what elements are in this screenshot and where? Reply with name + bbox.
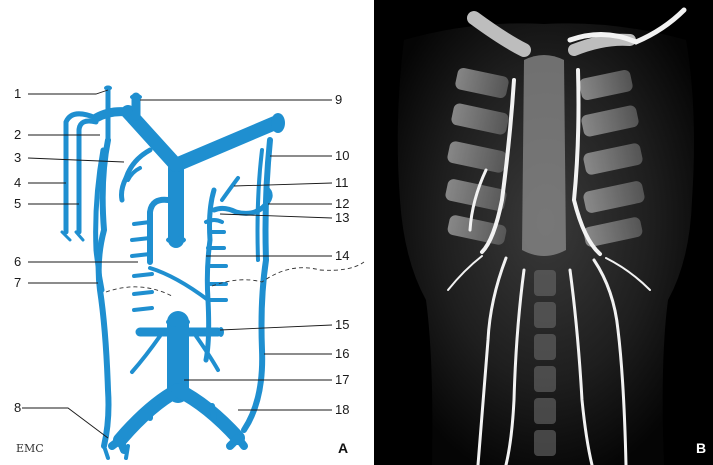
label-11: 11 bbox=[335, 175, 349, 190]
branch-13 bbox=[206, 220, 222, 222]
panel-letter-a: A bbox=[338, 440, 348, 456]
label-5: 5 bbox=[14, 196, 21, 211]
right-common-iliac bbox=[178, 390, 238, 438]
label-9: 9 bbox=[335, 92, 342, 107]
label-17: 17 bbox=[335, 372, 349, 387]
azygos-arch bbox=[150, 200, 168, 262]
ct-mip-image: B bbox=[374, 0, 713, 465]
label-18: 18 bbox=[335, 402, 349, 417]
left-subclavian-end bbox=[271, 113, 285, 133]
label-1: 1 bbox=[14, 86, 21, 101]
label-2: 2 bbox=[14, 127, 21, 142]
short-branch-11 bbox=[222, 178, 238, 200]
label-13: 13 bbox=[335, 210, 349, 225]
vein-network bbox=[62, 86, 285, 459]
label-4: 4 bbox=[14, 175, 21, 190]
right-descending-inner bbox=[258, 150, 263, 260]
panel-letter-b: B bbox=[696, 440, 706, 456]
label-16: 16 bbox=[335, 346, 349, 361]
label-6: 6 bbox=[14, 254, 21, 269]
label-3: 3 bbox=[14, 150, 21, 165]
panel-a-diagram: 1 2 3 4 5 6 7 8 9 10 11 12 13 14 15 16 1… bbox=[0, 0, 372, 465]
label-12: 12 bbox=[335, 196, 349, 211]
iliac-stub-right bbox=[212, 406, 214, 418]
svc-end bbox=[166, 236, 186, 244]
crossing-vein bbox=[150, 268, 208, 300]
panel-b-ct-image: B bbox=[374, 0, 713, 465]
label-14: 14 bbox=[335, 248, 349, 263]
sternum bbox=[522, 55, 566, 256]
labels-right: 9 10 11 12 13 14 15 16 17 18 bbox=[335, 92, 349, 417]
label-10: 10 bbox=[335, 148, 349, 163]
label-8: 8 bbox=[14, 400, 21, 415]
venous-schematic: 1 2 3 4 5 6 7 8 9 10 11 12 13 14 15 16 1… bbox=[0, 0, 372, 465]
labels-left: 1 2 3 4 5 6 7 8 bbox=[14, 86, 21, 415]
iliac-ends bbox=[112, 438, 244, 450]
publisher-logo: EMC bbox=[16, 442, 44, 455]
arch-branch bbox=[122, 150, 151, 200]
label-15: 15 bbox=[335, 317, 349, 332]
label-7: 7 bbox=[14, 275, 21, 290]
